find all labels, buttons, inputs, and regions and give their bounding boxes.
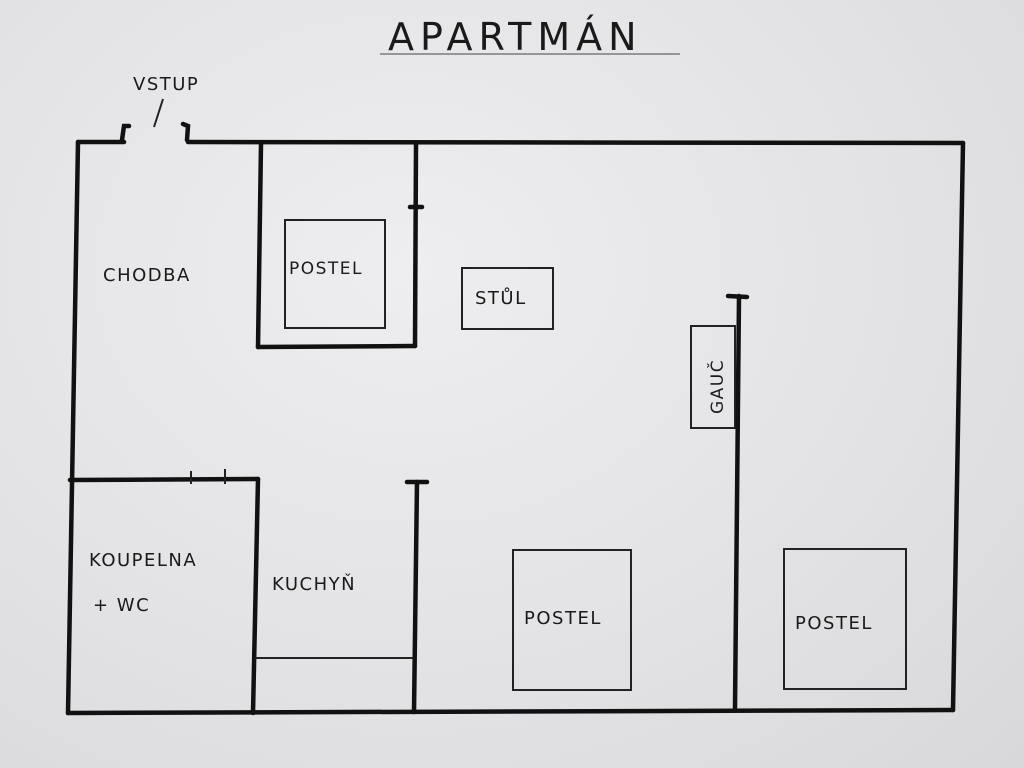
sofa-label: GAUČ (706, 359, 728, 414)
bed-bottom-middle (512, 549, 632, 691)
bed-bottom-middle-label: POSTEL (524, 608, 602, 629)
plan-title: APARTMÁN (388, 15, 643, 59)
entrance-door-jamb-right (180, 121, 191, 143)
entrance-label: VSTUP (133, 74, 199, 95)
entrance-door-jamb-left (119, 123, 132, 143)
kitchen-label: KUCHYŇ (272, 573, 356, 595)
kitchen-walls (255, 479, 430, 715)
table-label: STŮL (475, 287, 527, 309)
partition-wall-right (725, 293, 750, 711)
bed-bottom-right-label: POSTEL (795, 613, 873, 634)
table (461, 267, 554, 330)
bathroom-walls (67, 469, 261, 716)
bathroom-label-line1: KOUPELNA (89, 550, 197, 571)
bed-top (284, 219, 386, 329)
bed-bottom-right (783, 548, 907, 690)
entrance-pointer (153, 98, 164, 128)
sofa (690, 325, 736, 429)
bathroom-label-line2: + WC (93, 595, 150, 616)
bed-top-label: POSTEL (289, 259, 363, 279)
bedroom-alcove-walls (255, 141, 425, 350)
outer-walls (65, 139, 966, 716)
hallway-label: CHODBA (103, 265, 191, 286)
